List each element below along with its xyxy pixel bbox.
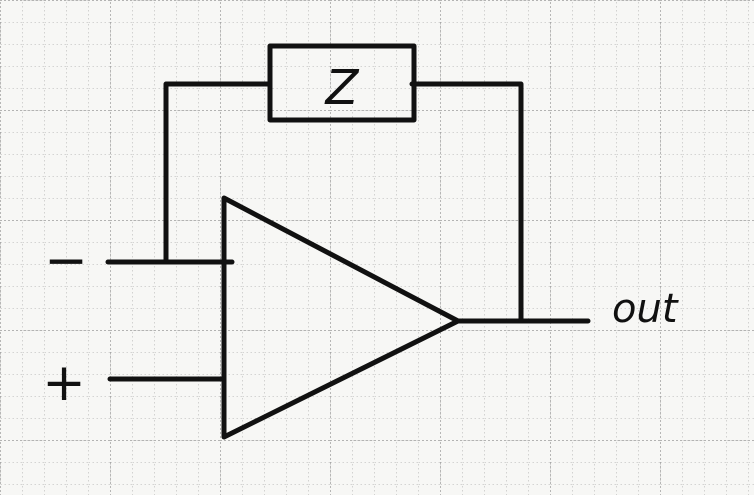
inverting-input-label: − [44,231,88,291]
non-inverting-input-label: + [42,353,86,413]
op-amp-triangle [221,195,461,440]
output-label: out [612,286,679,332]
impedance-label: Z [324,60,360,116]
feedback-wire-right [409,81,524,324]
feedback-wire-left [163,81,273,265]
impedance-box [267,43,417,123]
